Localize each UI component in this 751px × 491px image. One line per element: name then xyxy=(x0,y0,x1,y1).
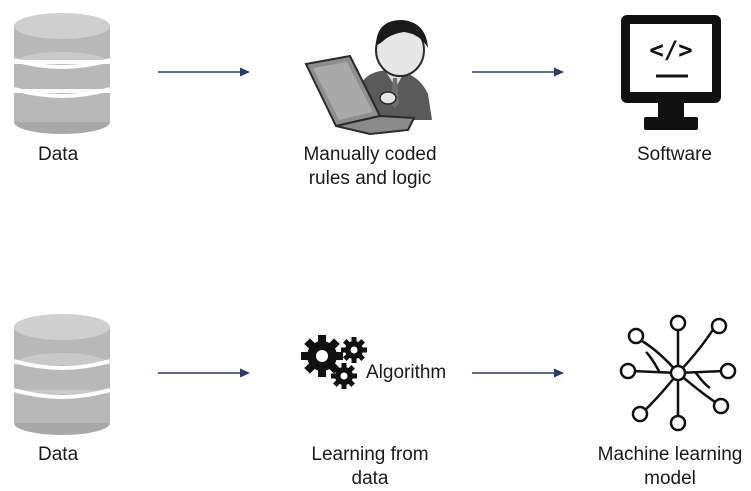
algorithm-label: Algorithm xyxy=(366,362,447,383)
process-label-line-2: data xyxy=(351,468,389,489)
result-label-line-1: Machine learning xyxy=(597,444,743,465)
neural-network-icon xyxy=(619,314,737,432)
process-label: Learning from data xyxy=(295,443,445,491)
process-label: Manually coded rules and logic xyxy=(295,143,445,191)
source-label: Data xyxy=(38,444,79,465)
arrow xyxy=(158,368,250,378)
source-label: Data xyxy=(38,144,79,165)
monitor-code-icon: </> xyxy=(620,14,722,132)
arrow xyxy=(472,67,564,77)
code-symbol: </> xyxy=(649,36,693,64)
person-laptop-icon xyxy=(304,20,432,136)
result-label: Software xyxy=(637,144,712,165)
arrow xyxy=(158,67,250,77)
result-label-line-2: model xyxy=(644,468,696,489)
arrow xyxy=(472,368,564,378)
process-label-line-2: rules and logic xyxy=(308,168,432,189)
database-icon xyxy=(13,314,111,435)
process-label-line-1: Manually coded xyxy=(303,144,437,165)
database-icon xyxy=(13,13,111,134)
process-label-line-1: Learning from xyxy=(311,444,429,465)
result-label: Machine learning model xyxy=(590,443,750,491)
gears-icon xyxy=(301,335,367,389)
